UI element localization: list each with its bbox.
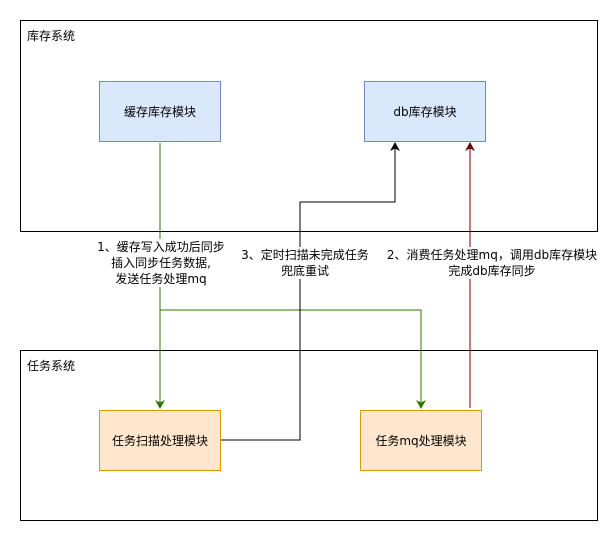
task-scan-module: 任务扫描处理模块 xyxy=(99,410,221,471)
edge-cache-to-mq xyxy=(160,309,426,409)
step1-label: 1、缓存写入成功后同步 插入同步任务数据, 发送任务处理mq xyxy=(96,239,226,287)
step1-line3: 发送任务处理mq xyxy=(115,272,207,286)
step1-line1: 1、缓存写入成功后同步 xyxy=(97,240,225,254)
step3-line2: 兜底重试 xyxy=(280,264,329,278)
step2-line2: 完成db库存同步 xyxy=(448,264,536,278)
cache-inventory-module: 缓存库存模块 xyxy=(99,81,221,142)
task-mq-module: 任务mq处理模块 xyxy=(360,410,482,471)
step2-line1: 2、消费任务处理mq，调用db库存模块 xyxy=(386,248,598,262)
edge-scan-to-db xyxy=(221,142,400,441)
step2-label: 2、消费任务处理mq，调用db库存模块 完成db库存同步 xyxy=(383,247,601,279)
task-system-title: 任务系统 xyxy=(27,359,76,373)
step1-line2: 插入同步任务数据, xyxy=(111,256,211,270)
task-mq-module-label: 任务mq处理模块 xyxy=(375,434,467,448)
step3-line1: 3、定时扫描未完成任务 xyxy=(241,248,369,262)
step3-label: 3、定时扫描未完成任务 兜底重试 xyxy=(240,247,370,279)
db-inventory-module: db库存模块 xyxy=(364,81,486,142)
inventory-system-title: 库存系统 xyxy=(27,29,76,43)
task-scan-module-label: 任务扫描处理模块 xyxy=(111,434,208,448)
cache-inventory-module-label: 缓存库存模块 xyxy=(123,105,196,119)
db-inventory-module-label: db库存模块 xyxy=(393,105,457,119)
